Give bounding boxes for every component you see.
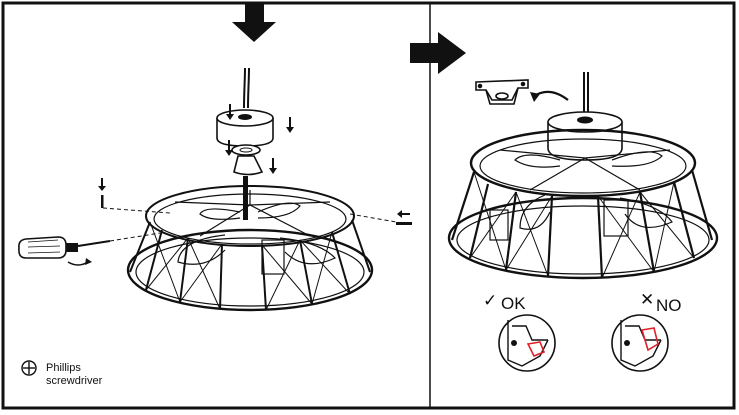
fan-cage-right [447,128,719,280]
no-cross-mark-icon: ✕ [640,290,654,309]
tool-caption-line1: Phillips [46,362,81,374]
ok-detail [498,314,556,372]
no-detail [611,314,669,372]
small-down-arrow-icon [225,104,294,174]
left-screw [98,178,106,208]
tool-caption-line2: screwdriver [46,375,103,387]
right-arrow-icon [410,32,466,74]
right-step-panel: ✓ OK ✕ NO [410,32,719,372]
guide-line-right [349,213,403,224]
cone-piece [233,155,264,176]
mounting-bracket [475,79,529,105]
left-step-panel [18,3,412,312]
ok-check-mark-icon: ✓ [483,291,497,310]
motor-cap [216,109,274,147]
removal-arrow-icon [533,90,569,101]
down-rod [243,176,248,220]
motor-cap-right [547,111,623,161]
phillips-head-icon [21,360,37,376]
no-label: NO [656,296,682,315]
right-screw [396,210,412,225]
tool-caption: Phillips screwdriver [46,362,102,388]
fan-cage-left [126,185,374,312]
ok-label: OK [501,294,526,313]
screwdriver-icon [18,232,161,266]
down-arrow-icon [232,3,276,42]
